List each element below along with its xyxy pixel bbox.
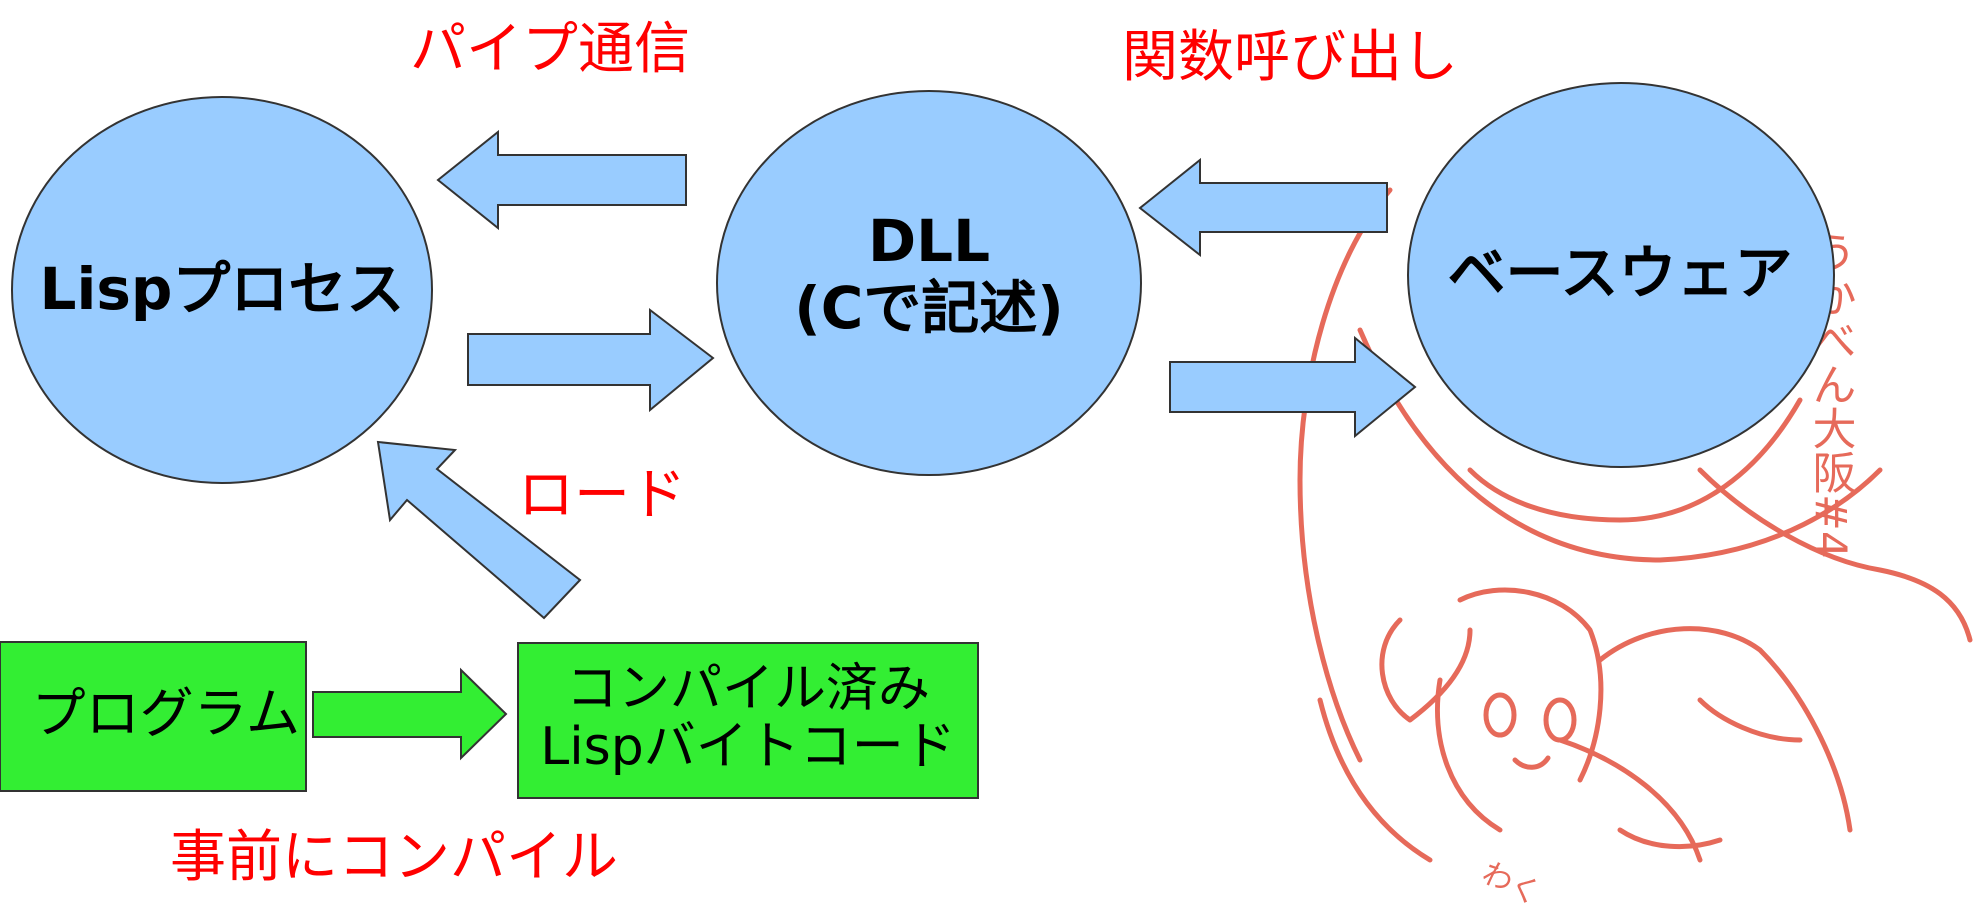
baseware-title: ベースウェア [1447, 239, 1793, 307]
pipe-communication-label: パイプ通信 [410, 17, 690, 82]
function-call-label: 関数呼び出し [1122, 25, 1458, 90]
dll-title-line2: (Cで記述) [794, 273, 1064, 342]
baseware-node [1407, 82, 1835, 468]
arrow-dll-to-baseware [1169, 335, 1417, 439]
dll-title-line1: DLL [867, 207, 991, 275]
compiled-bytecode-label: コンパイル済み Lispバイトコード [518, 659, 978, 778]
dll-title: DLL (Cで記述) [719, 208, 1139, 341]
compiled-line2: Lispバイトコード [540, 717, 956, 778]
character-sketch [1297, 187, 1973, 863]
arrow-compile [312, 667, 508, 761]
arrow-lisp-to-dll [467, 307, 715, 413]
compiled-bytecode-box [517, 642, 979, 799]
program-box-label: プログラム [31, 682, 300, 745]
arrow-load [376, 440, 582, 620]
program-box [0, 641, 307, 792]
program-box-clip: プログラム [0, 642, 306, 791]
arrow-dll-to-lisp [436, 129, 687, 231]
precompile-label: 事前にコンパイル [170, 825, 618, 890]
arrow-baseware-to-dll [1138, 157, 1388, 258]
lisp-process-node [11, 96, 433, 484]
sketch-scribble: わく [1477, 856, 1546, 913]
compiled-line1: コンパイル済み [565, 659, 930, 719]
load-label: ロード [518, 463, 686, 528]
dll-node [716, 90, 1142, 476]
lisp-process-title: Lispプロセス [39, 255, 405, 323]
